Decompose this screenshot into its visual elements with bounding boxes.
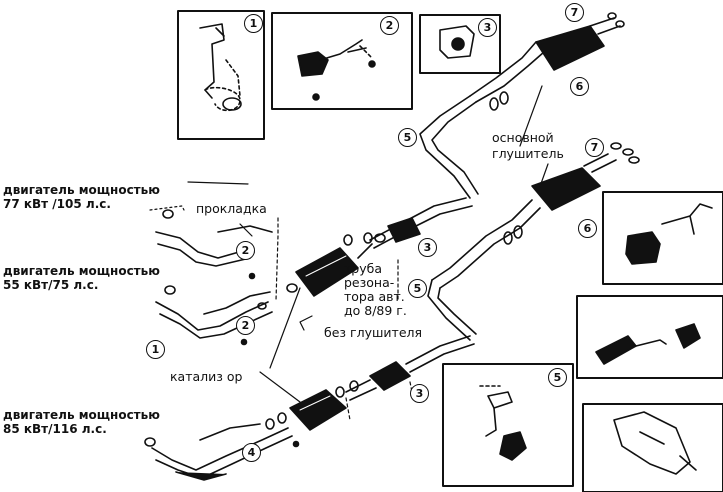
callout-2-77kw: 2: [236, 241, 255, 260]
resonator-pipe-label-2: резона-: [344, 275, 395, 290]
callout-1-55kw: 1: [146, 340, 165, 359]
callout-2-inset: 2: [380, 16, 399, 35]
callout-5-lower: 5: [408, 279, 427, 298]
resonator-pipe-label-1: труба: [344, 261, 382, 276]
inset-box-5: [442, 363, 574, 487]
main-muffler-lower: [427, 142, 640, 341]
callout-7-lower: 7: [585, 138, 604, 157]
resonator-pipe: [369, 197, 473, 249]
callout-5-inset: 5: [548, 368, 567, 387]
inset-box-right-bottom: [582, 403, 723, 492]
front-pipe-55kw: [155, 291, 273, 339]
resonator-pipe-label-3: тора авт.: [344, 289, 405, 304]
front-pipe-85kw: [151, 423, 293, 481]
inset-box-3: [419, 14, 501, 74]
front-pipe-77kw: [155, 225, 273, 267]
engine-55kw-label: двигатель мощностью: [3, 264, 160, 278]
inset-box-2: [271, 12, 413, 110]
callout-7-upper: 7: [565, 3, 584, 22]
inset-box-right-top: [602, 191, 723, 285]
without-muffler-label: без глушителя: [324, 325, 423, 340]
main-muffler-label-2: глушитель: [492, 146, 564, 161]
callout-6-upper: 6: [570, 77, 589, 96]
inset-box-1: [177, 10, 265, 140]
inset-box-right-middle: [576, 295, 723, 379]
catalytic-converter-lower: [289, 389, 347, 431]
main-muffler-label-1: основной: [492, 130, 554, 145]
engine-77kw-label: двигатель мощностью: [3, 183, 160, 197]
gasket-label: прокладка: [196, 201, 267, 216]
engine-85kw-power: 85 кВт/116 л.с.: [3, 422, 107, 436]
callout-6-lower: 6: [578, 219, 597, 238]
callout-3-small-muffler: 3: [410, 384, 429, 403]
catalyst-label: катализ ор: [170, 369, 243, 384]
engine-77kw-power: 77 кВт /105 л.с.: [3, 197, 111, 211]
callout-1-inset: 1: [244, 14, 263, 33]
callout-3-resonator: 3: [418, 238, 437, 257]
main-muffler-upper: [419, 12, 625, 199]
callout-2-55kw: 2: [236, 316, 255, 335]
callout-4-85kw: 4: [242, 443, 261, 462]
engine-85kw-label: двигатель мощностью: [3, 408, 160, 422]
callout-5-upper: 5: [398, 128, 417, 147]
small-muffler: [345, 335, 475, 401]
catalytic-converter-upper: [295, 233, 386, 297]
resonator-pipe-label-4: до 8/89 г.: [344, 303, 407, 318]
callout-3-inset: 3: [478, 18, 497, 37]
engine-55kw-power: 55 кВт/75 л.с.: [3, 278, 99, 292]
